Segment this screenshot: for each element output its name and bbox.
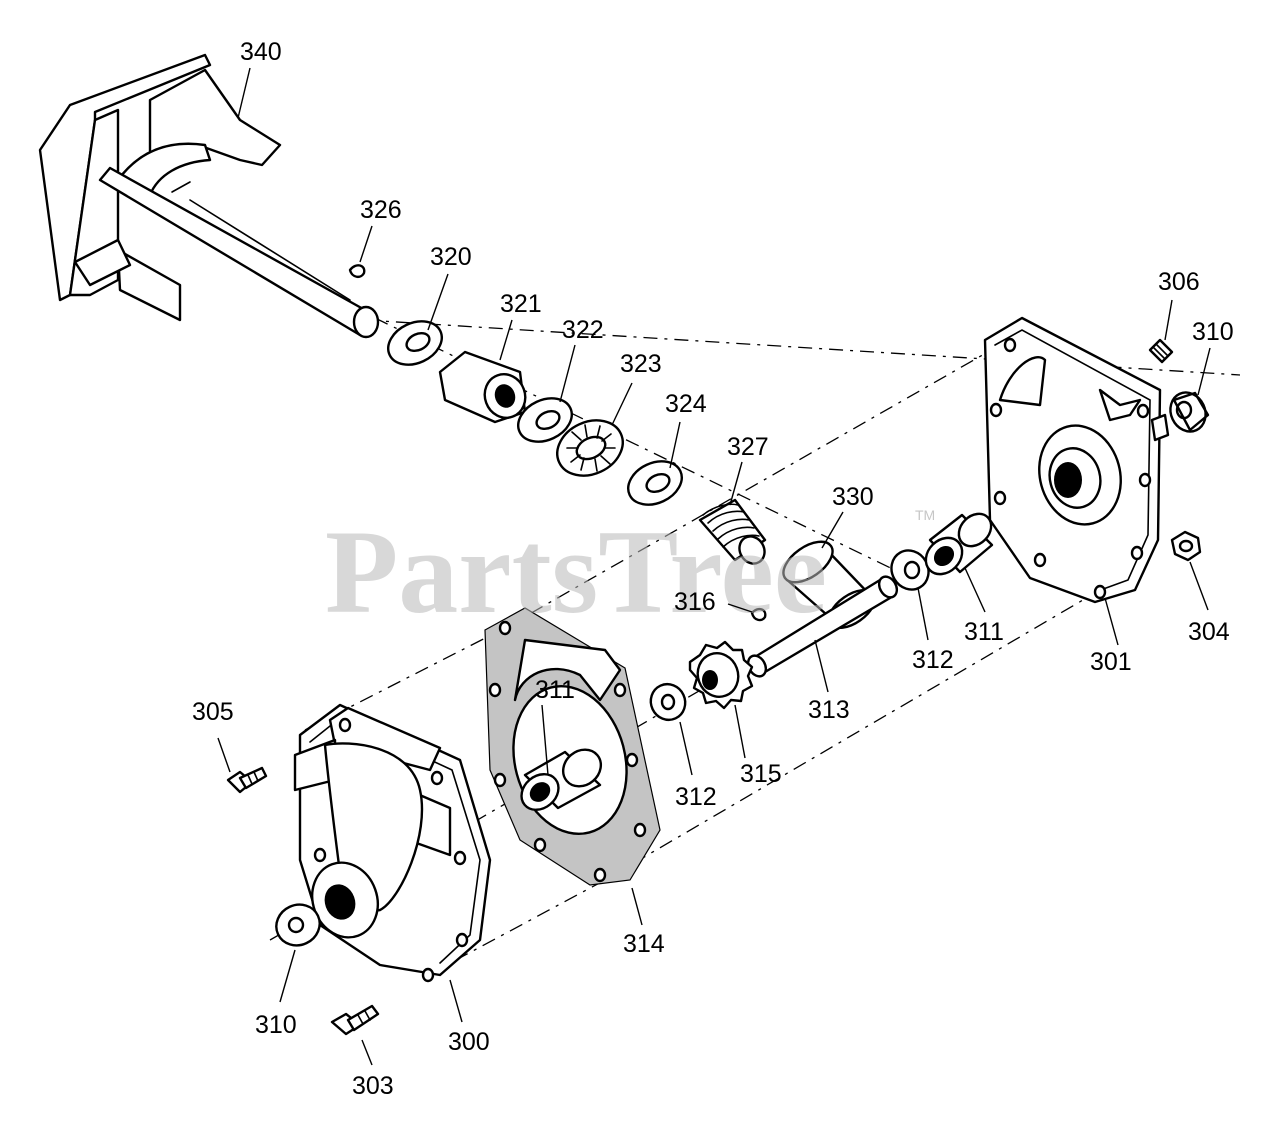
callout-314[interactable]: 314 [623, 930, 665, 958]
thrust-washer-320[interactable] [381, 313, 449, 373]
gear-housing-301[interactable] [983, 316, 1170, 604]
oil-seal-310-left[interactable] [270, 898, 327, 953]
key-326[interactable] [348, 264, 366, 278]
washer-322[interactable] [511, 390, 579, 450]
watermark: PartsTree TM [325, 505, 935, 638]
callout-313[interactable]: 313 [808, 696, 850, 724]
callout-340[interactable]: 340 [240, 38, 282, 66]
worm-shaft-313[interactable] [745, 573, 901, 679]
callout-304[interactable]: 304 [1188, 618, 1230, 646]
callout-306[interactable]: 306 [1158, 268, 1200, 296]
gear-housing-300[interactable] [293, 703, 492, 983]
callout-326[interactable]: 326 [360, 196, 402, 224]
callout-321[interactable]: 321 [500, 290, 542, 318]
washer-312-left[interactable] [645, 679, 691, 726]
key-316[interactable] [750, 607, 767, 622]
auger-impeller-340[interactable] [38, 53, 380, 339]
pinion-gear-315[interactable] [688, 640, 754, 710]
washer-324[interactable] [621, 453, 689, 513]
screw-305[interactable] [226, 766, 268, 794]
callout-312-left[interactable]: 312 [675, 783, 717, 811]
gasket-314[interactable] [484, 607, 661, 886]
bearing-housing-321[interactable] [438, 350, 531, 424]
oil-seal-310-right[interactable] [1164, 387, 1212, 438]
callout-320[interactable]: 320 [430, 243, 472, 271]
screw-303[interactable] [330, 1004, 380, 1036]
callout-310-right[interactable]: 310 [1192, 318, 1234, 346]
callout-301[interactable]: 301 [1090, 648, 1132, 676]
svg-text:PartsTree: PartsTree [325, 505, 827, 638]
worm-gear-327[interactable] [698, 498, 769, 568]
callout-330[interactable]: 330 [832, 483, 874, 511]
thrust-bearing-323[interactable] [548, 410, 632, 486]
callouts: 340 326 320 321 322 323 324 327 330 316 … [192, 38, 1234, 1100]
callout-303[interactable]: 303 [352, 1072, 394, 1100]
callout-311-right[interactable]: 311 [964, 618, 1004, 646]
callout-315[interactable]: 315 [740, 760, 782, 788]
callout-316[interactable]: 316 [674, 588, 716, 616]
callout-310-left[interactable]: 310 [255, 1011, 297, 1039]
callout-300[interactable]: 300 [448, 1028, 490, 1056]
bushing-311-right[interactable] [919, 507, 998, 581]
callout-305[interactable]: 305 [192, 698, 234, 726]
bushing-311-left[interactable] [514, 742, 608, 817]
callout-312-right[interactable]: 312 [912, 646, 954, 674]
callout-323[interactable]: 323 [620, 350, 662, 378]
callout-311-left[interactable]: 311 [535, 676, 575, 704]
vent-plug-306[interactable] [1148, 338, 1174, 364]
callout-327[interactable]: 327 [727, 433, 769, 461]
svg-text:TM: TM [915, 507, 935, 523]
leader-lines [217, 67, 1211, 1066]
callout-322[interactable]: 322 [562, 316, 604, 344]
hex-nut-304[interactable] [1170, 530, 1202, 562]
callout-324[interactable]: 324 [665, 390, 707, 418]
